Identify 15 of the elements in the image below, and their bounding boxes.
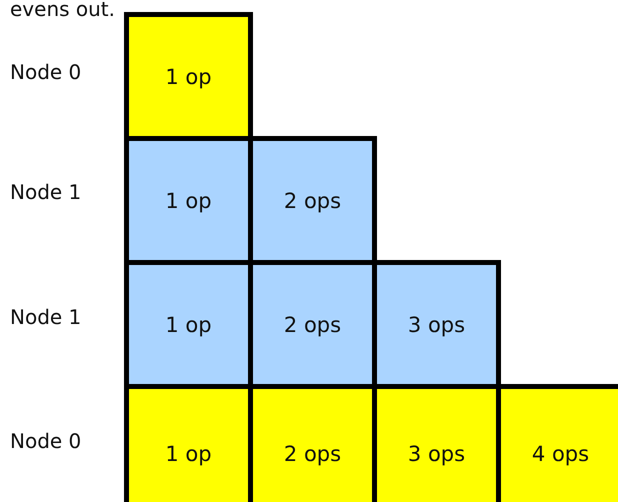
cell-label: 2 ops: [284, 442, 342, 466]
row-label: Node 1: [10, 180, 82, 204]
cell-label: 3 ops: [408, 312, 466, 336]
cell-label: 4 ops: [532, 442, 590, 466]
caption-text: evens out.: [10, 0, 116, 21]
cell-label: 3 ops: [408, 442, 466, 466]
row-label: Node 0: [10, 60, 82, 84]
cell-label: 1 op: [165, 312, 212, 336]
row-label: Node 1: [10, 305, 82, 329]
cell-label: 1 op: [165, 64, 212, 88]
cell-label: 1 op: [165, 188, 212, 212]
cell-label: 2 ops: [284, 188, 342, 212]
cell-label: 2 ops: [284, 312, 342, 336]
cell-label: 1 op: [165, 442, 212, 466]
row-label: Node 0: [10, 429, 82, 453]
